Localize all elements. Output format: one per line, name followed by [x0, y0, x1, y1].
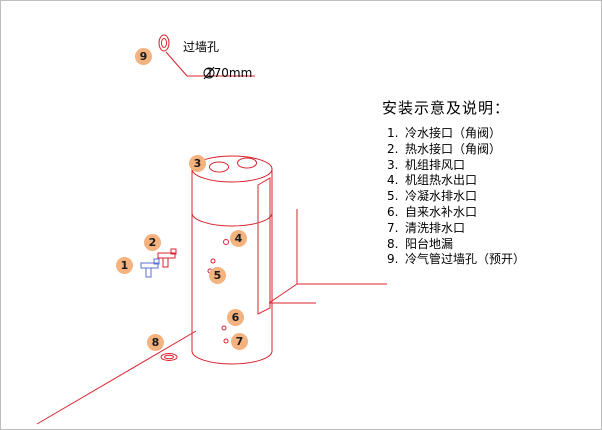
legend-item: 5.冷凝水排水口	[387, 189, 478, 204]
floor-drain-icon	[160, 353, 178, 361]
legend-item: 2.热水接口（角阀）	[387, 141, 502, 156]
badge-7: 7	[231, 333, 248, 350]
legend-item: 1.冷水接口（角阀）	[387, 126, 502, 140]
cold-water-valve-icon	[140, 258, 160, 278]
badge-6: 6	[227, 309, 244, 326]
badge-4: 4	[230, 230, 247, 247]
floor-line-right	[268, 283, 298, 304]
badge-3: 3	[189, 155, 206, 172]
legend-item: 8.阳台地漏	[387, 236, 454, 251]
wall-hole-icon	[158, 34, 170, 52]
legend-item: 6.自来水补水口	[387, 204, 478, 219]
badge-5: 5	[209, 267, 226, 284]
diameter-symbol-icon	[203, 66, 215, 80]
wall-hole-leader	[165, 51, 188, 77]
port-makeup-water	[221, 325, 227, 331]
badge-2: 2	[144, 234, 161, 251]
wall-hole-label: 过墙孔	[183, 40, 220, 54]
badge-8: 8	[147, 334, 164, 351]
badge-1: 1	[116, 257, 133, 274]
hot-water-valve-icon	[157, 248, 177, 268]
legend-item: 7.清洗排水口	[387, 220, 466, 235]
floor-line-left	[36, 330, 197, 425]
legend-item: 3.机组排风口	[387, 157, 466, 172]
port-clean-drain	[223, 338, 229, 344]
water-heater-unit	[191, 155, 273, 365]
diameter-label: 170mm	[206, 66, 253, 80]
port-condensate-a	[210, 258, 216, 264]
legend-item: 4.机组热水出口	[387, 173, 478, 188]
legend-list: 1.冷水接口（角阀） 2.热水接口（角阀） 3.机组排风口 4.机组热水出口 5…	[387, 126, 525, 268]
legend-title: 安装示意及说明：	[382, 99, 511, 117]
legend-item: 9.冷气管过墙孔（预开）	[387, 252, 526, 267]
badge-9: 9	[135, 48, 152, 65]
port-hot-water-outlet	[223, 239, 229, 245]
